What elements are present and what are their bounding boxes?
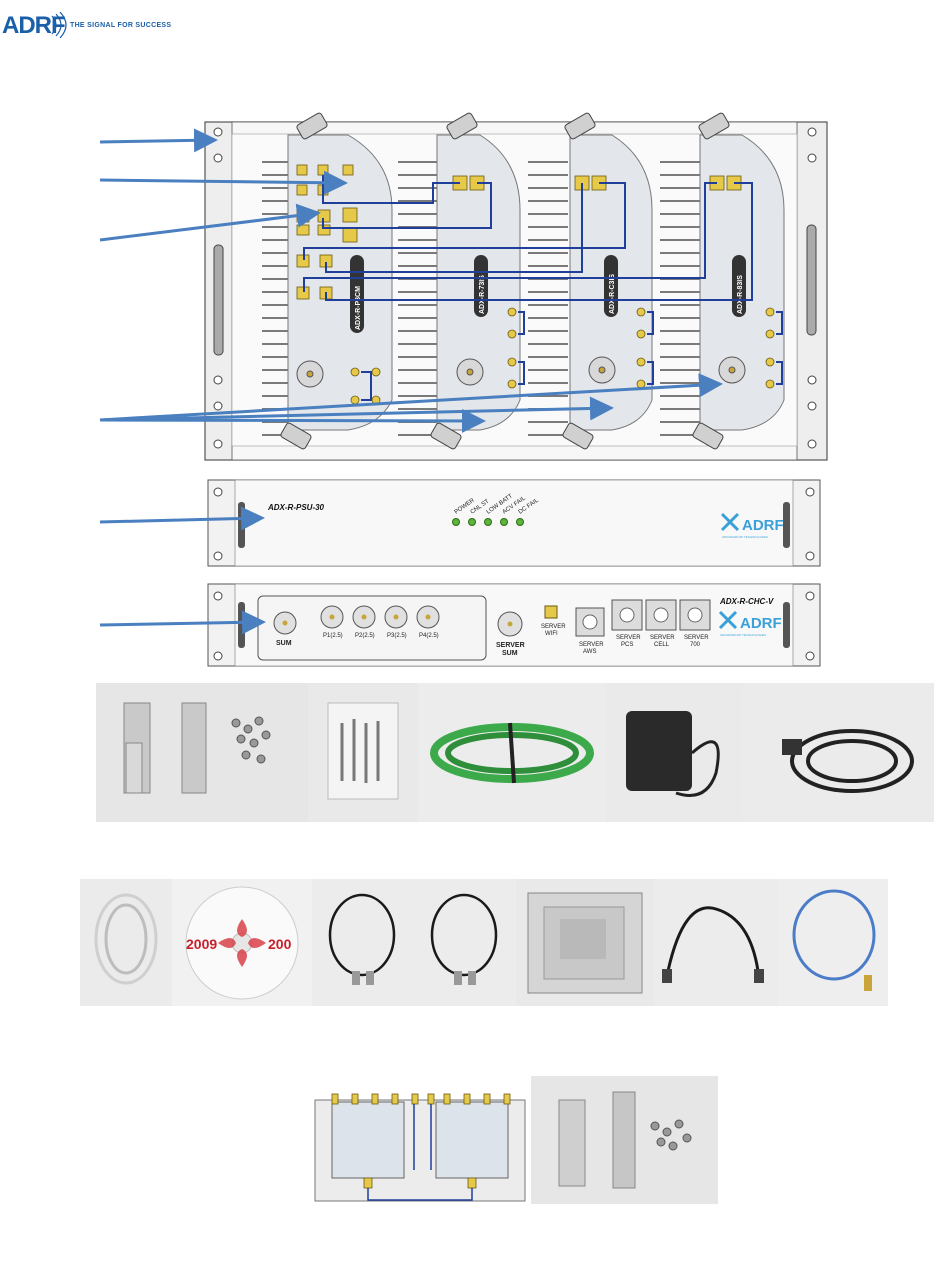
combiner-diagram	[314, 1093, 526, 1202]
chc-port-p2: P2(2.5)	[355, 633, 375, 639]
chc-server-700-2: 700	[690, 642, 701, 648]
signal-waves-icon	[51, 12, 67, 38]
psu-brand-logo: ADRF ADVANCED RF TECHNOLOGIES	[720, 512, 784, 539]
chc-server-aws-2: AWS	[583, 649, 596, 655]
chc-brand-logo: ADRF ADVANCED RF TECHNOLOGIES	[718, 610, 782, 637]
photo-green-cable	[418, 683, 606, 822]
chc-port-p1: P1(2.5)	[323, 633, 343, 639]
photo-black-cable-1	[312, 879, 414, 1006]
chc-server-700-1: SERVER	[684, 635, 709, 641]
psu-model-label: ADX-R-PSU-30	[267, 503, 325, 512]
chc-port-p4: P4(2.5)	[419, 633, 439, 639]
photo-bolts-bag	[308, 683, 418, 822]
chc-shelf: SUM P1(2.5) P2(2.5) P3(2.5) P4(2.5) SERV…	[207, 583, 821, 667]
module-label-badges: ADX-R-P3CM ADX-R-73IS ADX-R-C3IS ADX-R-8…	[350, 255, 746, 333]
cd-year-right: 200	[268, 936, 292, 952]
photo-software-cd: 2009 200	[172, 879, 312, 1006]
module-label-1: ADX-R-P3CM	[355, 286, 362, 330]
right-handle-icon	[806, 224, 817, 336]
module-label-3: ADX-R-C3IS	[609, 274, 616, 314]
cd-year-left: 2009	[186, 936, 217, 952]
psu-brand-wordmark: ADRF	[742, 517, 784, 534]
psu-status-leds: POWER CNL ST LOW BATT ACV FAIL DC FAIL	[452, 493, 540, 526]
left-handle-icon	[213, 244, 224, 356]
chc-server-cell-2: CELL	[654, 642, 670, 648]
chc-server-wifi-2: WIFI	[545, 631, 558, 637]
callout-arrows	[99, 128, 723, 635]
chc-server-cell-1: SERVER	[650, 635, 675, 641]
chc-server-aws-1: SERVER	[579, 642, 604, 648]
chc-port-sum: SUM	[276, 640, 292, 647]
photo-blue-coax-cable	[778, 879, 888, 1006]
logo-tagline: THE SIGNAL FOR SUCCESS	[70, 22, 172, 29]
logo-wordmark: ADRF	[2, 12, 66, 39]
chc-server-wifi-1: SERVER	[541, 624, 566, 630]
chc-server-pcs-1: SERVER	[616, 635, 641, 641]
chc-brand-wordmark: ADRF	[740, 615, 782, 632]
photo-combiner-brackets	[531, 1076, 718, 1204]
psu-shelf: ADX-R-PSU-30 POWER CNL ST LOW BATT ACV F…	[207, 479, 821, 567]
psu-brand-sub: ADVANCED RF TECHNOLOGIES	[722, 535, 768, 539]
photo-black-cable-2	[414, 879, 516, 1006]
chc-port-p3: P3(2.5)	[387, 633, 407, 639]
module-label-2: ADX-R-73IS	[479, 275, 486, 314]
photo-brackets-screws	[96, 683, 308, 822]
photo-usb-cable	[80, 879, 172, 1006]
equipment-diagram: ADX-R-P3CM ADX-R-73IS ADX-R-C3IS ADX-R-8…	[99, 112, 828, 667]
chc-server-sum-2: SUM	[502, 650, 518, 657]
chc-server-sum-1: SERVER	[496, 642, 525, 649]
chc-server-pcs-2: PCS	[621, 642, 633, 648]
module-label-4: ADX-R-83IS	[737, 275, 744, 314]
photo-power-adapter	[606, 683, 742, 822]
jumper-cables	[303, 175, 783, 401]
chc-model-label: ADX-R-CHC-V	[719, 597, 774, 606]
photo-ethernet-cable	[654, 879, 778, 1006]
n-type-connectors	[296, 356, 746, 388]
adrf-logo: ADRF THE SIGNAL FOR SUCCESS	[2, 12, 202, 42]
photo-power-cord	[742, 683, 934, 822]
rack-ear-holes	[213, 127, 817, 449]
module-clamps	[280, 112, 730, 450]
photo-mounting-plate	[516, 879, 654, 1006]
chc-brand-sub: ADVANCED RF TECHNOLOGIES	[720, 633, 766, 637]
